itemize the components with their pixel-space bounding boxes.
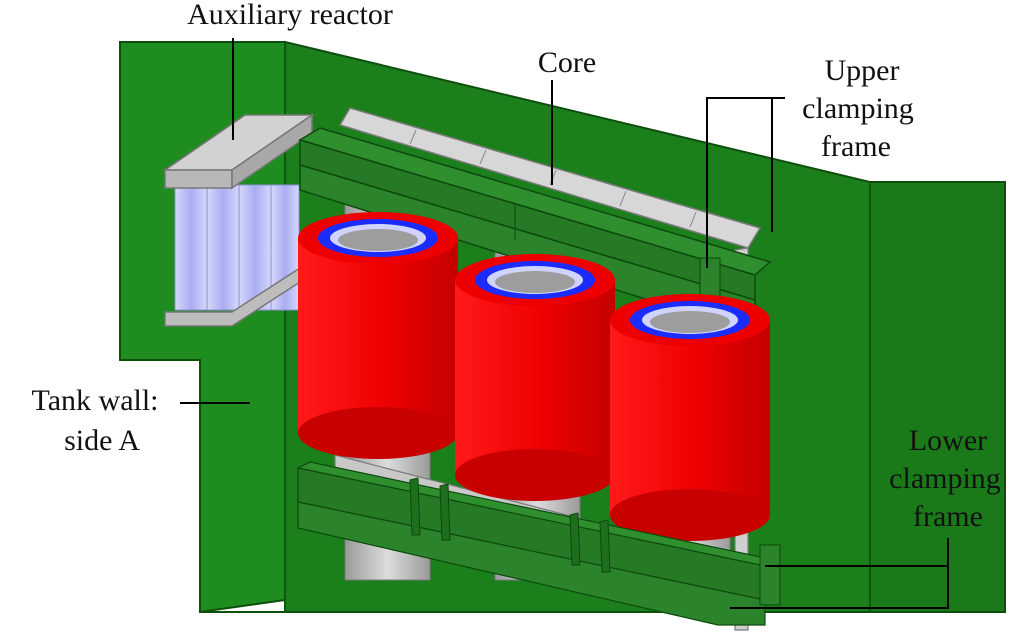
label-lower-line-1: Lower (909, 424, 987, 457)
winding-1 (298, 212, 458, 459)
label-tank-wall-line-1: Tank wall: (31, 384, 158, 417)
auxiliary-reactor (162, 113, 315, 327)
winding-3 (610, 294, 770, 541)
leader-lines (180, 38, 949, 609)
upper-clamping-frame (298, 127, 772, 323)
winding-2 (455, 254, 615, 501)
label-auxiliary-reactor: Auxiliary reactor (187, 0, 393, 31)
label-upper-line-1: Upper (825, 54, 900, 87)
label-lower-line-2: clamping (889, 462, 1001, 495)
labels: Auxiliary reactor Core Upper clamping fr… (31, 0, 1000, 533)
label-upper-line-2: clamping (802, 92, 914, 125)
label-lower-line-3: frame (913, 500, 983, 533)
upper-frame-bracket (706, 97, 773, 268)
lower-frame-bracket (730, 565, 949, 609)
label-upper-line-3: frame (821, 130, 891, 163)
label-tank-wall-line-2: side A (64, 424, 140, 457)
lower-clamping-frame (296, 461, 781, 626)
label-core: Core (538, 46, 596, 79)
